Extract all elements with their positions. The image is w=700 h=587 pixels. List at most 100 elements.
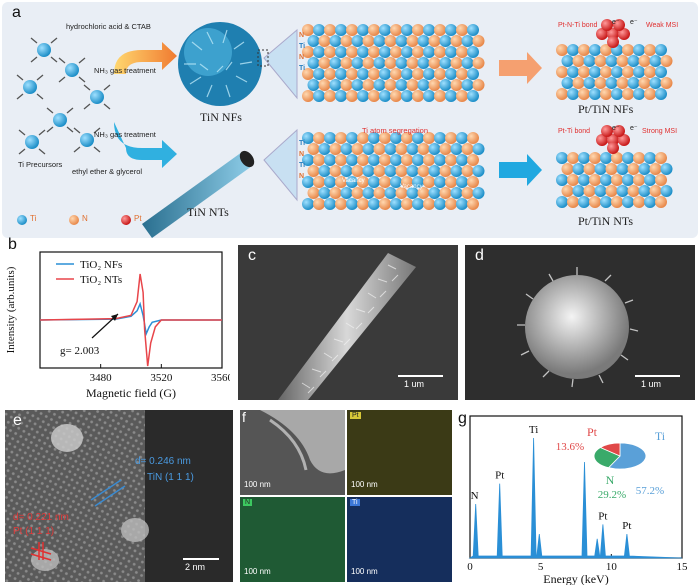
arrow-down	[114, 122, 177, 168]
lattice-atom	[655, 88, 667, 100]
nh3-top-text: NH₃ gas treatment	[94, 66, 156, 75]
legend-n-label: N	[82, 214, 88, 223]
x-tick-label: 0	[467, 561, 473, 573]
lattice-atom	[351, 79, 364, 91]
lattice-atom	[445, 24, 457, 36]
lattice-atom	[417, 35, 430, 47]
lattice-atom	[346, 198, 358, 210]
lattice-atom	[362, 79, 375, 91]
lattice-atom	[379, 132, 391, 144]
legend-ti-label: Ti	[30, 214, 37, 223]
lattice-atom	[600, 152, 612, 164]
lattice-atom	[589, 196, 601, 208]
lattice-atom	[307, 57, 320, 69]
lattice-atom	[611, 152, 623, 164]
lattice-atom	[379, 154, 391, 166]
lattice-atom	[307, 165, 320, 177]
lattice-atom	[302, 132, 314, 144]
peak-label-0: N	[471, 490, 479, 502]
lattice-atom	[660, 55, 673, 67]
lattice-atom	[644, 88, 656, 100]
lattice-atom	[605, 163, 618, 175]
lattice-atom	[622, 44, 634, 56]
lattice-atom	[351, 57, 364, 69]
lattice-atom	[578, 174, 590, 186]
pie-slice-Pt	[599, 442, 621, 457]
lattice-atom	[434, 46, 446, 58]
lattice-atom	[318, 57, 331, 69]
x-axis-label: Magnetic field (G)	[86, 386, 176, 400]
lattice-atom	[335, 46, 347, 58]
lattice-atom	[357, 24, 369, 36]
pt-atom	[613, 125, 625, 137]
lattice-atom	[434, 90, 446, 102]
lattice-slab-bottom	[302, 132, 485, 210]
layer-label: N	[299, 54, 305, 61]
lattice-atom	[406, 35, 419, 47]
lattice-atom	[616, 55, 629, 67]
lattice-atom	[412, 198, 424, 210]
arrow-up	[114, 42, 177, 74]
layer-label: Ti	[299, 162, 306, 169]
lattice-atom	[660, 77, 673, 89]
lattice-atom	[362, 57, 375, 69]
lattice-atom	[616, 185, 629, 197]
lattice-atom	[307, 187, 320, 199]
lattice-atom	[428, 143, 441, 155]
tin-plane-label: TiN (1 1 1)	[147, 472, 194, 483]
lattice-atom	[395, 143, 408, 155]
lattice-atom	[384, 165, 397, 177]
lattice-atom	[395, 165, 408, 177]
n-map-tag: N	[243, 499, 253, 506]
lattice-atom	[324, 24, 336, 36]
lattice-atom	[406, 165, 419, 177]
lattice-atom	[644, 196, 656, 208]
panel-d-label: d	[475, 247, 484, 264]
lattice-atom	[423, 198, 435, 210]
lattice-atom	[313, 198, 325, 210]
ti-map: Ti 100 nm	[347, 497, 452, 582]
lattice-atom	[373, 143, 386, 155]
lattice-atom	[346, 46, 358, 58]
lattice-atom	[450, 143, 463, 155]
lattice-atom	[572, 185, 585, 197]
lattice-atom	[428, 79, 441, 91]
hcl-ctab-text: hydrochloric acid & CTAB	[66, 22, 151, 31]
lattice-atom	[655, 44, 667, 56]
lattice-atom	[600, 44, 612, 56]
lattice-atom	[450, 57, 463, 69]
lattice-atom	[467, 198, 479, 210]
panel-a-schematic: a hydrochloric acid & CTAB NH₃ gas treat…	[2, 2, 698, 238]
lattice-atom	[384, 143, 397, 155]
lattice-atom	[589, 44, 601, 56]
lattice-atom	[472, 143, 485, 155]
lattice-atom	[335, 68, 347, 80]
lattice-atom	[423, 132, 435, 144]
lattice-atom	[611, 88, 623, 100]
lattice-atom	[368, 90, 380, 102]
lattice-atom	[329, 187, 342, 199]
lattice-atom	[461, 79, 474, 91]
x-tick-label: 15	[677, 561, 689, 573]
lattice-atom	[368, 46, 380, 58]
lattice-atom	[390, 24, 402, 36]
lattice-atom	[318, 187, 331, 199]
lattice-atom	[450, 165, 463, 177]
pie-slice-N	[593, 447, 621, 469]
lattice-atom	[302, 90, 314, 102]
pt-atom	[607, 36, 619, 48]
electron-label-4: e⁻	[630, 125, 638, 132]
lattice-atom	[445, 132, 457, 144]
lattice-atom	[456, 132, 468, 144]
lattice-atom	[368, 176, 380, 188]
lattice-atom	[467, 68, 479, 80]
lattice-atom	[605, 55, 618, 67]
lattice-atom	[461, 57, 474, 69]
ti-map-tag: Ti	[350, 499, 360, 506]
panel-f-label: f	[242, 410, 246, 425]
lattice-atom	[578, 152, 590, 164]
pie-slice-Ti	[607, 442, 647, 470]
panel-g-label: g	[458, 410, 467, 427]
lattice-atom	[412, 154, 424, 166]
lattice-atom	[472, 79, 485, 91]
